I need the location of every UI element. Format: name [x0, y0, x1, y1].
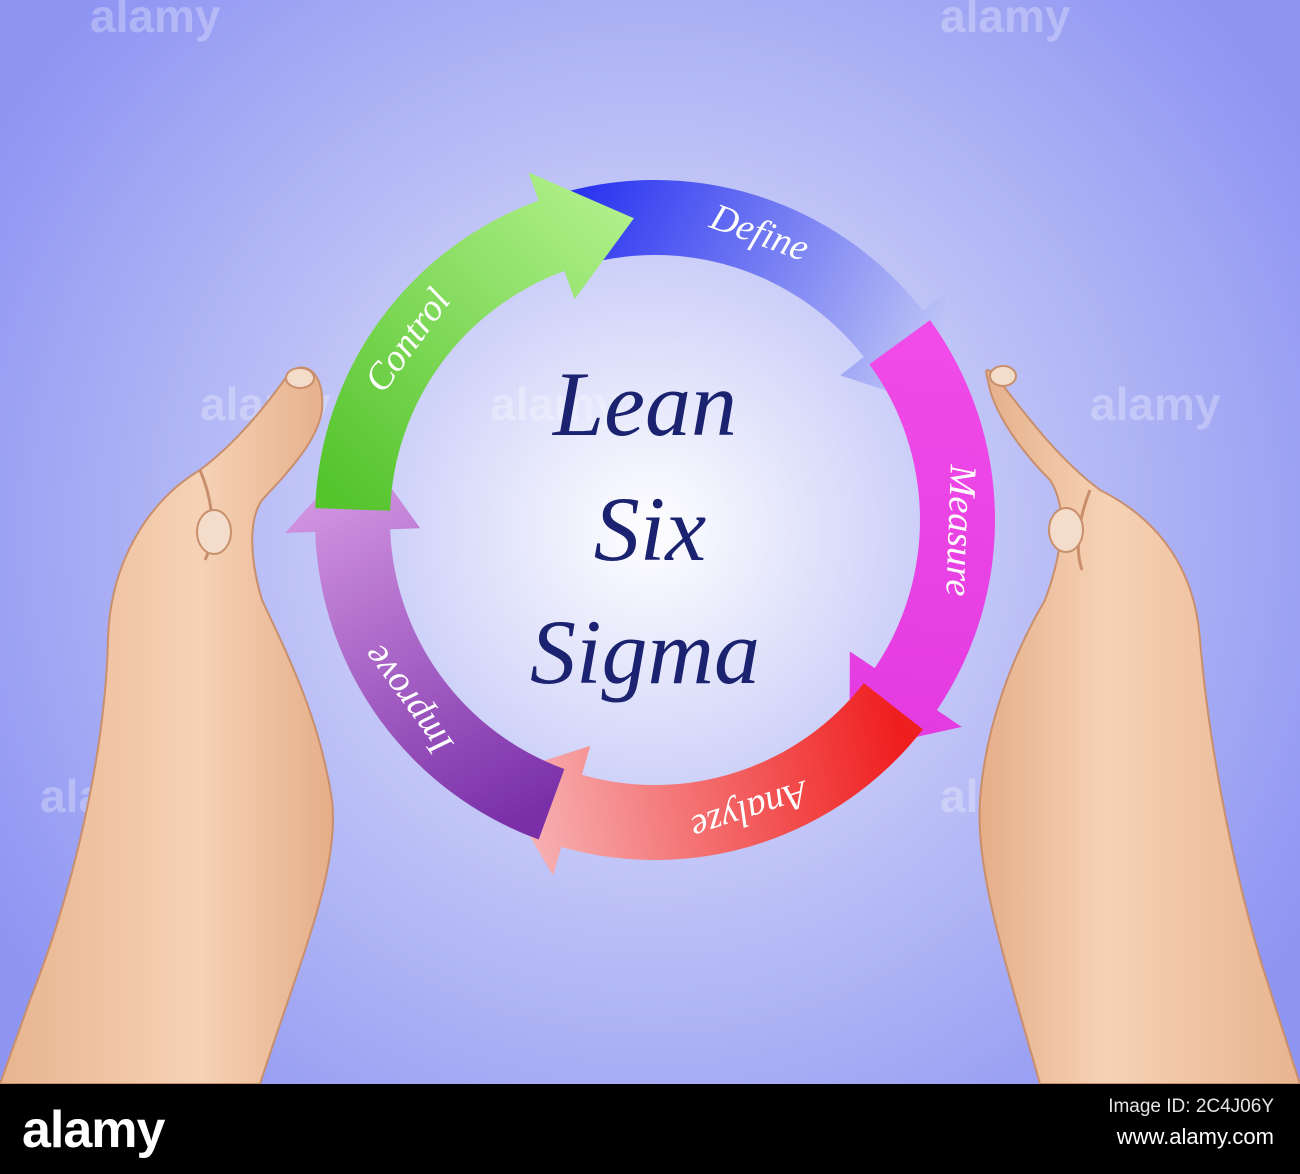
- center-title: Lean Six Sigma: [530, 353, 760, 703]
- cycle-arrow-improve: [285, 446, 565, 840]
- footer-url: www.alamy.com: [1116, 1124, 1274, 1149]
- watermark-text: alamy: [940, 0, 1071, 42]
- scene: alamyalamyalamyalamyalamyalamyalamyalamy…: [0, 0, 1300, 1085]
- cycle-arrow-analyze: [494, 683, 923, 876]
- footer-logo: alamy: [22, 1101, 165, 1159]
- watermark-text: alamy: [1090, 378, 1221, 430]
- footer-bar: alamy Image ID: 2C4J06Y www.alamy.com: [0, 1084, 1300, 1174]
- watermark-text: alamy: [490, 378, 621, 430]
- cycle-arrow-control: [315, 172, 634, 511]
- step-label-measure: Measure: [937, 463, 984, 597]
- left-hand: [0, 366, 334, 1085]
- cycle-arrow-measure: [849, 320, 995, 752]
- title-line-six: Six: [594, 478, 707, 580]
- image-id-label: Image ID: 2C4J06Y: [1108, 1096, 1274, 1117]
- watermark-text: alamy: [90, 0, 221, 42]
- footer-image-info: Image ID: 2C4J06Y www.alamy.com: [1108, 1092, 1274, 1152]
- right-hand: [978, 365, 1300, 1085]
- title-line-lean: Lean: [551, 353, 737, 455]
- cycle-arrow-define: [549, 180, 947, 407]
- title-line-sigma: Sigma: [530, 601, 760, 703]
